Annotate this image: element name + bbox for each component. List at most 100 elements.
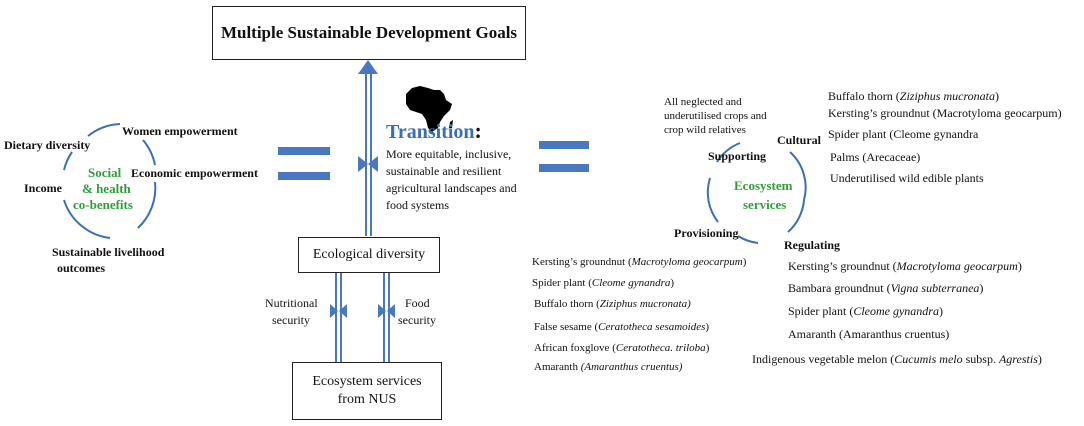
- regulating-item-4: Amaranth (Amaranthus cruentus): [788, 327, 949, 341]
- central-valve-right: [368, 156, 378, 172]
- eco-center-line-2: services: [743, 197, 787, 212]
- eco-circle-arc-bottom: [737, 235, 759, 244]
- ecosystem-services-nus-box: Ecosystem services from NUS: [292, 362, 442, 420]
- social-circle-arc-left: [63, 151, 73, 171]
- nutritional-security-line-1: Nutritional: [265, 296, 318, 310]
- provisioning-item-4-sci: Ceratotheca sesamoides: [598, 321, 706, 333]
- eco-center-line-1: Ecosystem: [734, 178, 793, 193]
- crops-note-line-2: underutilised crops and: [664, 110, 767, 122]
- cultural-item-3: Spider plant (Cleome gynandra: [828, 127, 978, 141]
- transition-line-3: agricultural landscapes and: [386, 181, 517, 195]
- provisioning-item-5: African foxglove (Ceratotheca. triloba): [534, 341, 709, 355]
- regulating-item-2-sci: Vigna subterranea: [890, 281, 980, 295]
- regulating-item-3-common: Spider plant (: [788, 304, 854, 318]
- regulating-item-3-tail: ): [938, 304, 943, 318]
- provisioning-item-2: Spider plant (Cleome gynandra): [532, 276, 674, 290]
- ecological-diversity-label: Ecological diversity: [312, 247, 426, 262]
- regulating-item-5-tail: subsp.: [962, 352, 999, 366]
- provisioning-item-1: Kersting’s groundnut (Macrotyloma geocar…: [532, 255, 746, 269]
- eco-circle-arc-top: [716, 142, 741, 163]
- food-security-line-2: security: [398, 313, 436, 327]
- food-valve-right: [387, 304, 395, 318]
- cultural-item-1-tail: ): [995, 89, 999, 103]
- provisioning-item-5-tail: ): [705, 342, 710, 354]
- provisioning-item-6: Amaranth (Amaranthus cruentus): [534, 360, 682, 374]
- provisioning-item-2-sci: Cleome gynandra: [591, 277, 671, 289]
- eco-circle-arc-right: [787, 151, 807, 233]
- crops-note-line-1: All neglected and: [664, 96, 742, 108]
- social-circle-arc-right-bottom: [137, 181, 157, 229]
- regulating-item-5-sci: Cucumis melo: [894, 352, 963, 366]
- equals-left-top: [278, 147, 330, 155]
- eco-cultural-label: Cultural: [777, 133, 822, 147]
- central-valve-left: [358, 156, 368, 172]
- provisioning-item-1-common: Kersting’s groundnut (: [532, 256, 632, 268]
- transition-heading: Transition:: [386, 118, 482, 144]
- provisioning-item-2-tail: ): [670, 277, 675, 289]
- sdg-goals-box: Multiple Sustainable Development Goals: [212, 6, 526, 60]
- nutritional-valve-right: [339, 304, 347, 318]
- social-center-line-2: & health: [82, 181, 131, 196]
- nutritional-security-line-2: security: [272, 313, 310, 327]
- regulating-item-4-common: Amaranth (Amaranthus cruentus): [788, 327, 950, 341]
- provisioning-item-4-common: False sesame (: [534, 321, 599, 333]
- income: Income: [24, 181, 62, 195]
- ecosystem-services-nus-line-1: Ecosystem services: [312, 374, 422, 389]
- eco-regulating-label: Regulating: [784, 238, 841, 252]
- cultural-item-4: Palms (Arecaceae): [830, 150, 920, 164]
- provisioning-item-3-sci: Ziziphus mucronata): [599, 298, 691, 310]
- provisioning-item-5-sci: Ceratotheca. triloba: [615, 342, 706, 354]
- cultural-item-3-common: Spider plant (Cleome gynandra: [828, 127, 979, 141]
- transition-line-4: food systems: [386, 198, 449, 212]
- transition-line-1: More equitable, inclusive,: [386, 147, 512, 161]
- provisioning-item-3: Buffalo thorn (Ziziphus mucronata): [534, 297, 691, 311]
- equals-left-bottom: [278, 172, 330, 180]
- cultural-item-5: Underutilised wild edible plants: [830, 171, 984, 185]
- regulating-item-5-tail2: ): [1037, 352, 1042, 366]
- social-circle-arc-right-top: [142, 139, 156, 166]
- cultural-item-5-common: Underutilised wild edible plants: [830, 171, 984, 185]
- social-center-line-1: Social: [88, 165, 122, 180]
- eco-provisioning-label: Provisioning: [674, 226, 739, 240]
- social-center-line-3: co-benefits: [73, 197, 133, 212]
- regulating-item-1-common: Kersting’s groundnut (: [788, 259, 897, 273]
- cultural-item-1: Buffalo thorn (Ziziphus mucronata): [828, 89, 999, 103]
- provisioning-item-3-common: Buffalo thorn (: [534, 298, 600, 310]
- sustainable-livelihood-line-1: Sustainable livelihood: [52, 245, 165, 259]
- social-circle-arc-bottom: [63, 199, 111, 239]
- central-arrow-head: [358, 60, 378, 74]
- social-circle-arc-top: [87, 123, 121, 137]
- economic-empowerment: Economic empowerment: [131, 166, 258, 180]
- transition-line-2: sustainable and resilient: [386, 164, 502, 178]
- food-security-line-1: Food: [405, 296, 430, 310]
- cultural-item-1-common: Buffalo thorn (: [828, 89, 900, 103]
- eco-supporting-label: Supporting: [708, 149, 767, 163]
- regulating-item-2: Bambara groundnut (Vigna subterranea): [788, 281, 983, 295]
- cultural-item-1-sci: Ziziphus mucronata: [899, 89, 995, 103]
- dietary-diversity: Dietary diversity: [4, 138, 91, 152]
- regulating-item-3-sci: Cleome gynandra: [853, 304, 939, 318]
- provisioning-item-1-tail: ): [742, 256, 747, 268]
- africa-map-icon: [406, 86, 453, 132]
- nutritional-valve-left: [330, 304, 338, 318]
- transition-heading-word: Transition: [386, 121, 475, 143]
- cultural-item-2: Kersting’s groundnut (Macrotyloma geocar…: [828, 106, 1062, 120]
- regulating-item-2-common: Bambara groundnut (: [788, 281, 891, 295]
- provisioning-item-4-tail: ): [705, 321, 710, 333]
- regulating-item-5-common: Indigenous vegetable melon (: [752, 352, 895, 366]
- regulating-item-3: Spider plant (Cleome gynandra): [788, 304, 943, 318]
- crops-note-line-3: crop wild relatives: [664, 124, 746, 136]
- ecological-diversity-box: Ecological diversity: [298, 237, 440, 273]
- equals-right-bottom: [539, 164, 589, 172]
- regulating-item-5: Indigenous vegetable melon (Cucumis melo…: [752, 352, 1042, 366]
- regulating-item-1-sci: Macrotyloma geocarpum: [896, 259, 1018, 273]
- provisioning-item-6-sci: (Amaranthus cruentus): [580, 361, 683, 373]
- cultural-item-4-common: Palms (Arecaceae): [830, 150, 921, 164]
- sustainable-livelihood-line-2: outcomes: [57, 261, 105, 275]
- sdg-goals-title: Multiple Sustainable Development Goals: [220, 23, 518, 42]
- transition-colon: :: [474, 118, 482, 143]
- ecosystem-services-nus-line-2: from NUS: [337, 392, 397, 407]
- provisioning-item-2-common: Spider plant (: [532, 277, 592, 289]
